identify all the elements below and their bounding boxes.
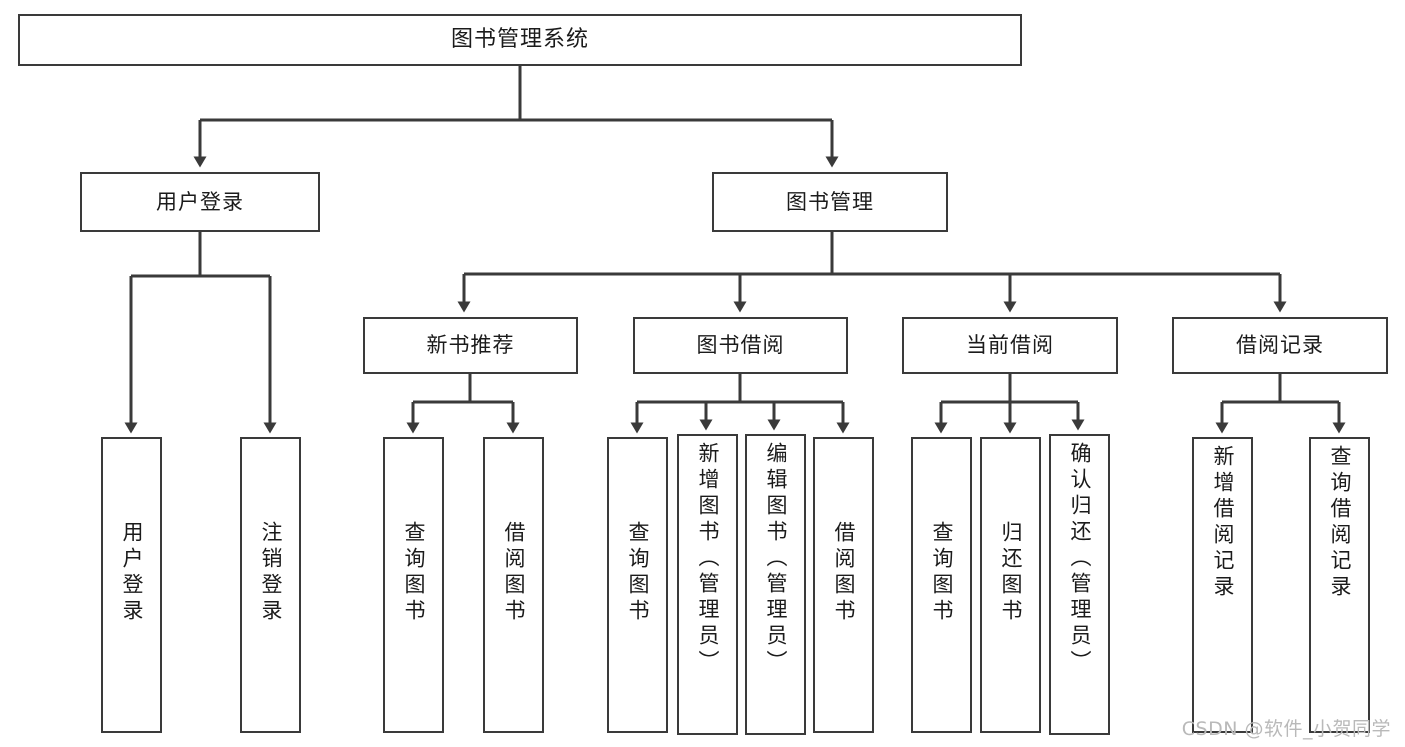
node-label: 图书管理 bbox=[786, 189, 874, 214]
leaf-query-books-current[interactable]: 查询图书 bbox=[911, 437, 972, 733]
leaf-user-login[interactable]: 用户登录 bbox=[101, 437, 162, 733]
node-book-borrowing[interactable]: 图书借阅 bbox=[633, 317, 848, 374]
node-borrowing-records[interactable]: 借阅记录 bbox=[1172, 317, 1388, 374]
leaf-query-books-newbook[interactable]: 查询图书 bbox=[383, 437, 444, 733]
leaf-return-books[interactable]: 归还图书 bbox=[980, 437, 1041, 733]
leaf-borrow-books-borrow[interactable]: 借阅图书 bbox=[813, 437, 874, 733]
leaf-add-borrow-record[interactable]: 新增借阅记录 bbox=[1192, 437, 1253, 733]
leaf-query-books-borrow[interactable]: 查询图书 bbox=[607, 437, 668, 733]
node-label: 查询借阅记录 bbox=[1328, 445, 1352, 601]
node-book-management[interactable]: 图书管理 bbox=[712, 172, 948, 232]
node-label: 确认归还（管理员） bbox=[1068, 442, 1092, 676]
leaf-logout[interactable]: 注销登录 bbox=[240, 437, 301, 733]
node-user-login[interactable]: 用户登录 bbox=[80, 172, 320, 232]
node-label: 查询图书 bbox=[402, 521, 426, 625]
node-label: 注销登录 bbox=[259, 521, 283, 625]
node-label: 用户登录 bbox=[156, 189, 244, 214]
node-label: 新书推荐 bbox=[426, 333, 515, 358]
node-book-management-system[interactable]: 图书管理系统 bbox=[18, 14, 1022, 66]
node-label: 图书借阅 bbox=[696, 333, 785, 358]
node-label: 用户登录 bbox=[120, 521, 144, 625]
node-label: 借阅记录 bbox=[1236, 333, 1324, 358]
node-label: 新增借阅记录 bbox=[1211, 445, 1235, 601]
leaf-add-book-admin[interactable]: 新增图书（管理员） bbox=[677, 434, 738, 735]
leaf-edit-book-admin[interactable]: 编辑图书（管理员） bbox=[745, 434, 806, 735]
node-label: 借阅图书 bbox=[502, 521, 526, 625]
node-new-book-recommendation[interactable]: 新书推荐 bbox=[363, 317, 578, 374]
node-label: 图书管理系统 bbox=[450, 27, 589, 53]
leaf-confirm-return-admin[interactable]: 确认归还（管理员） bbox=[1049, 434, 1110, 735]
node-label: 借阅图书 bbox=[832, 521, 856, 625]
node-current-borrowing[interactable]: 当前借阅 bbox=[902, 317, 1118, 374]
node-label: 归还图书 bbox=[999, 521, 1023, 625]
node-label: 当前借阅 bbox=[966, 333, 1054, 358]
node-label: 新增图书（管理员） bbox=[696, 442, 720, 676]
node-label: 编辑图书（管理员） bbox=[764, 442, 788, 676]
leaf-borrow-books-newbook[interactable]: 借阅图书 bbox=[483, 437, 544, 733]
node-label: 查询图书 bbox=[930, 521, 954, 625]
leaf-query-borrow-record[interactable]: 查询借阅记录 bbox=[1309, 437, 1370, 733]
node-label: 查询图书 bbox=[626, 521, 650, 625]
